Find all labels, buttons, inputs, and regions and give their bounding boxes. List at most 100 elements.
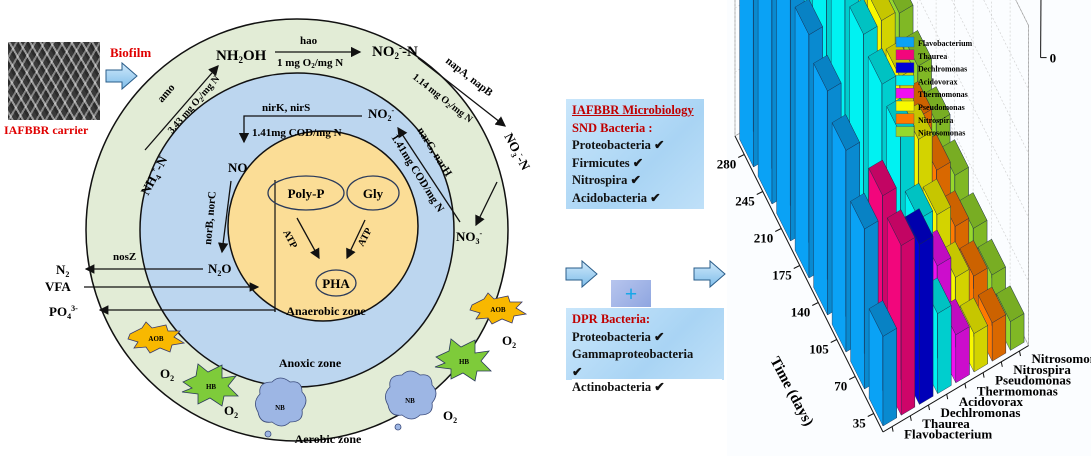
amo-arrow: [144, 65, 219, 151]
bar-face-top: [794, 0, 823, 36]
hao-rate: 1 mg O2/mg N: [277, 57, 343, 70]
time-tick: [775, 228, 782, 232]
legend-swatch: [895, 75, 915, 86]
bar-face-left: [776, 0, 791, 242]
bar-face-front: [955, 326, 970, 384]
flow-arrow-to-chart: [693, 259, 726, 289]
hao-label: hao: [300, 35, 318, 47]
svg-text:HB: HB: [459, 358, 469, 366]
legend-swatch: [895, 126, 915, 137]
iafbbr-carrier-image: [8, 42, 100, 120]
bar-face-front: [901, 237, 915, 416]
time-tick: [867, 413, 874, 417]
bar-face-top: [868, 159, 897, 197]
snd-item: Firmicutes ✔: [572, 155, 644, 170]
genus-tick-label: Thermomonas: [977, 383, 1058, 398]
genus-tick: [909, 415, 912, 421]
bar-face-left: [794, 7, 810, 279]
genus-tick-label: Flavobacterium: [904, 427, 992, 442]
carrier-label: IAFBBR carrier: [4, 123, 89, 137]
genus-tick-label: Acidovorax: [959, 394, 1024, 409]
legend-swatch: [895, 62, 915, 73]
legend-swatch: [895, 113, 915, 125]
time-tick-label: 210: [754, 231, 774, 246]
z-gridline: [734, 0, 1029, 218]
nor-label: norB, norC: [202, 191, 219, 246]
chart-legend: FlavobacteriumThaureaDechlromonasAcidovo…: [895, 36, 973, 138]
bar-face-top: [850, 192, 879, 230]
bar-face-left: [813, 63, 828, 316]
nir-arrow: [238, 115, 362, 144]
svg-text:NB: NB: [275, 404, 285, 412]
bar-face-top: [849, 0, 878, 35]
flow-arrow-biofilm: [105, 61, 138, 91]
svg-text:AOB: AOB: [148, 335, 164, 343]
dpr-item: ✔: [572, 364, 583, 379]
z-tick-label: 0: [1050, 51, 1057, 66]
genus-tick: [891, 426, 894, 432]
nir-rate: 1.41mg COD/mg N: [252, 127, 342, 139]
vfa-label: VFA: [45, 279, 71, 294]
hb-bacterium-left: HB: [181, 363, 239, 407]
genus-tick-label: Thaurea: [922, 416, 970, 431]
gly-label: Gly: [363, 186, 384, 201]
genus-tick-label: Nitrospira: [1013, 362, 1071, 377]
z-tick-label: 2: [1050, 0, 1057, 2]
anoxic-zone-label: Anoxic zone: [279, 356, 342, 370]
bar-face-top: [892, 0, 914, 14]
svg-text:NB: NB: [405, 397, 415, 405]
bar-face-left: [831, 122, 847, 353]
legend-label: Nitrospira: [918, 116, 953, 125]
legend-swatch: [895, 87, 915, 99]
polyp-to-pha-arrow: [296, 217, 320, 260]
gly-node: [346, 175, 400, 211]
flow-arrow-to-boxes: [565, 259, 598, 289]
time-tick-label: 175: [772, 268, 792, 283]
bar-face-front: [882, 327, 897, 427]
genus-tick: [928, 404, 930, 411]
snd-item: Proteobacteria ✔: [572, 138, 665, 152]
no3n-to-no3-arrow: [475, 181, 498, 227]
nb-bacterium-right: NB: [385, 370, 437, 431]
time-tick-label: 35: [853, 416, 867, 431]
genus-axis: [882, 345, 1029, 433]
legend-label: Dechlromonas: [918, 65, 967, 74]
svg-text:AOB: AOB: [490, 306, 506, 314]
legend-swatch: [895, 36, 915, 48]
pha-node: [315, 269, 357, 297]
nb-bacterium-left: NB: [255, 377, 307, 438]
legend-label: Thermomonas: [918, 90, 968, 99]
bar-nitrospira-35: [978, 286, 1007, 362]
no2n-label: NO2--N: [372, 43, 418, 61]
legend-label: Acidovorax: [918, 77, 958, 86]
legend-label: Nitrosomonas: [918, 129, 965, 138]
bar-face-left: [757, 0, 773, 205]
nir-label: nirK, nirS: [262, 102, 310, 114]
plus-icon: +: [611, 280, 651, 307]
dpr-item: Gammaproteobacteria: [572, 347, 694, 361]
time-axis-label: Time (days): [766, 354, 816, 429]
time-tick: [849, 376, 856, 380]
nh2oh-label: NH2OH: [216, 48, 267, 65]
biofilm-label: Biofilm: [110, 45, 152, 60]
genus-tick-label: Pseudomonas: [995, 373, 1071, 388]
bar-face-top: [959, 240, 988, 277]
pha-label: PHA: [322, 276, 350, 291]
genus-tick: [964, 383, 967, 389]
bar-face-left: [850, 201, 865, 390]
snd-item: Acidobacteria ✔: [572, 190, 661, 205]
bar-face-top: [996, 285, 1025, 322]
no-label: NO: [228, 160, 248, 175]
genus-tick: [1000, 361, 1003, 367]
z-gridline: [951, 0, 1029, 154]
bar-face-top: [887, 209, 916, 246]
snd-box-subtitle: SND Bacteria :: [572, 120, 653, 135]
aob-bacterium-left: AOB: [127, 321, 186, 354]
time-tick: [793, 265, 800, 269]
time-tick: [830, 339, 837, 343]
dpr-box-title: DPR Bacteria:: [572, 312, 651, 326]
bar-face-top: [959, 297, 988, 334]
bar-face-left: [739, 0, 754, 168]
legend-swatch: [895, 100, 915, 112]
